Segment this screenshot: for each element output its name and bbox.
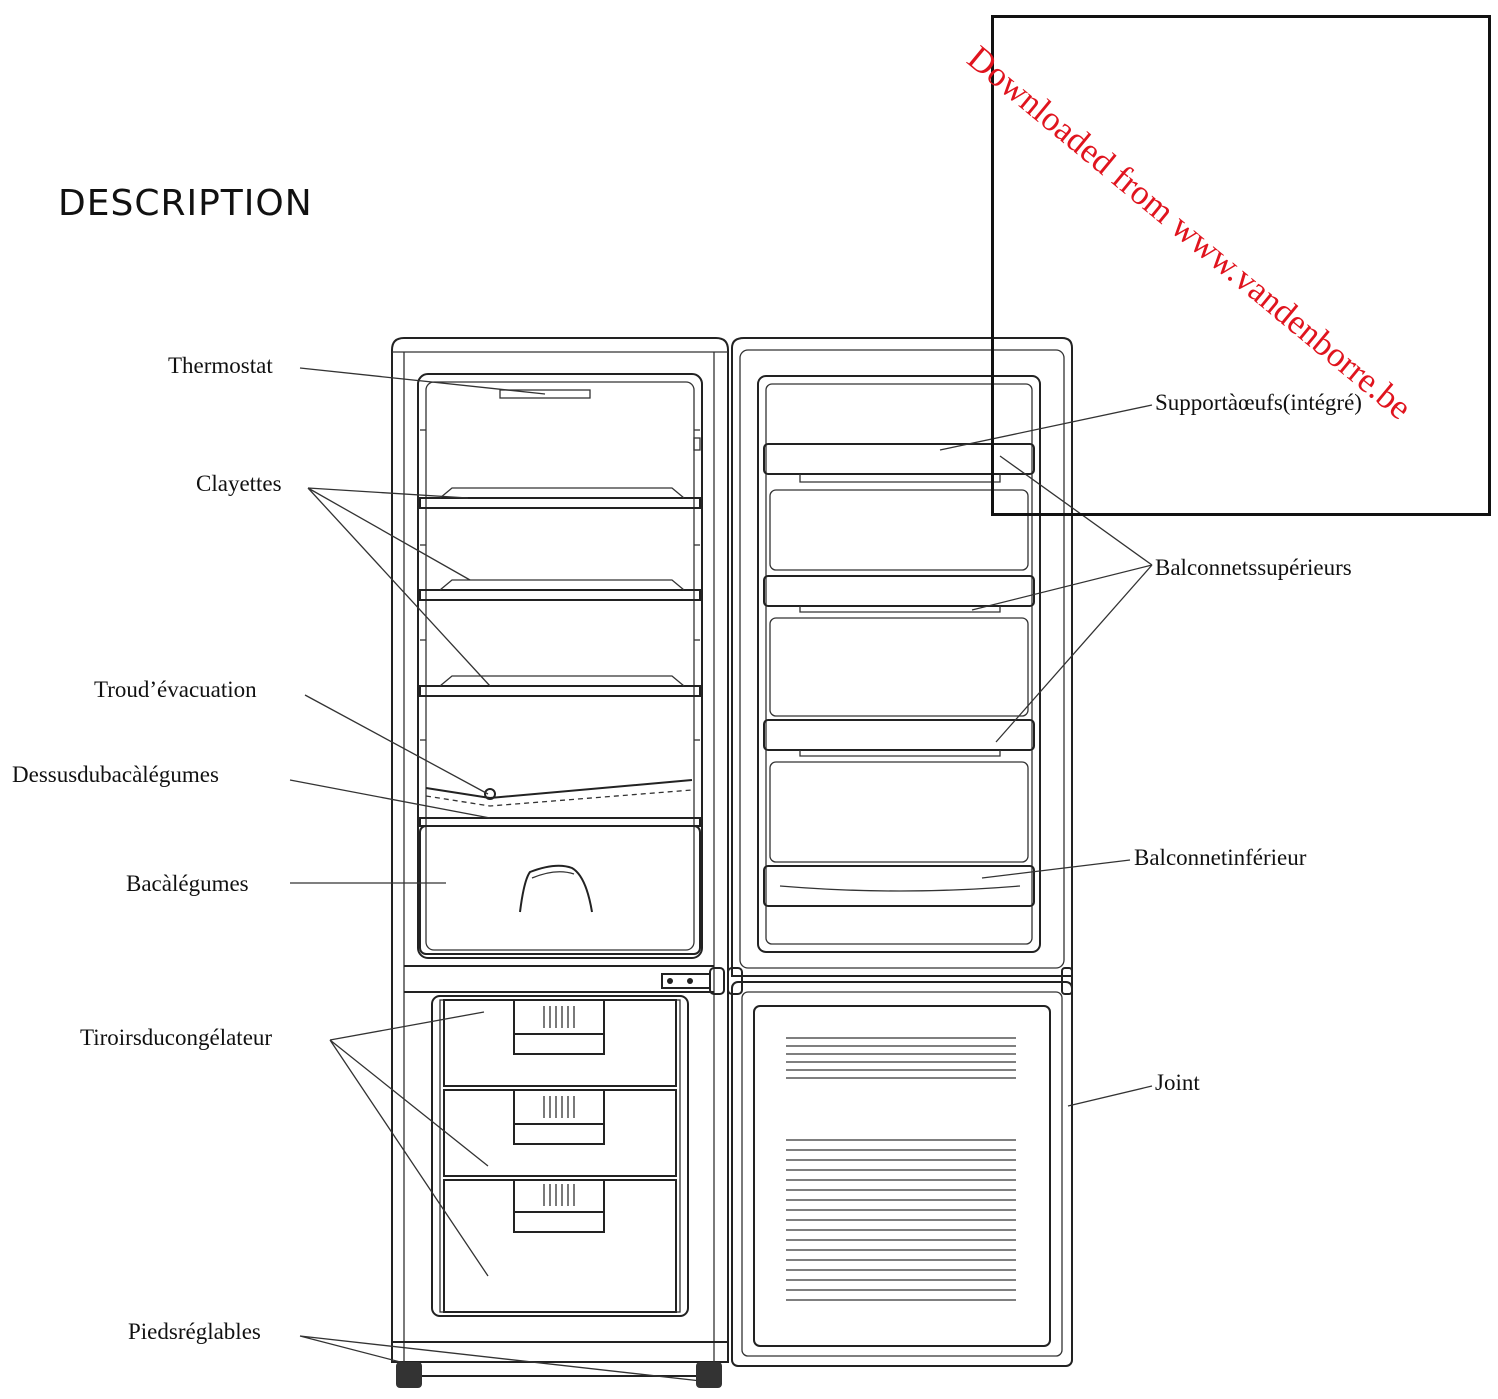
foot-left-icon — [396, 1362, 422, 1388]
label-clayettes: Clayettes — [196, 471, 282, 496]
shelves — [419, 487, 701, 697]
label-thermostat: Thermostat — [168, 353, 273, 378]
page-title: DESCRIPTION — [58, 183, 313, 224]
label-support-oeufs: Supportàœufs(intégré) — [1155, 390, 1362, 415]
label-balconnet-inf: Balconnetinférieur — [1134, 845, 1307, 870]
label-tiroirs: Tiroirsducongélateur — [80, 1025, 273, 1050]
label-trou-evacuation: Troud’évacuation — [94, 677, 257, 702]
drain-hole-icon — [484, 788, 496, 800]
door-balconies — [763, 443, 1035, 907]
freezer-drawers — [443, 999, 677, 1313]
label-balconnets-sup: Balconnetssupérieurs — [1155, 555, 1352, 580]
label-pieds: Piedsréglables — [128, 1319, 261, 1344]
egg-rack — [763, 443, 1035, 475]
watermark-frame — [991, 15, 1491, 516]
label-dessus-bac: Dessusdubacàlégumes — [12, 762, 219, 787]
thermostat-icon — [499, 389, 591, 399]
leader-lines — [289, 367, 1153, 1383]
freezer-door — [731, 981, 1073, 1367]
fridge-cabinet — [391, 337, 729, 1388]
label-joint: Joint — [1155, 1070, 1200, 1095]
label-bac-legumes: Bacàlégumes — [126, 871, 249, 896]
fridge-door — [727, 337, 1073, 995]
lower-balcony — [763, 865, 1035, 907]
crisper-box — [419, 825, 701, 955]
foot-right-icon — [696, 1362, 722, 1388]
